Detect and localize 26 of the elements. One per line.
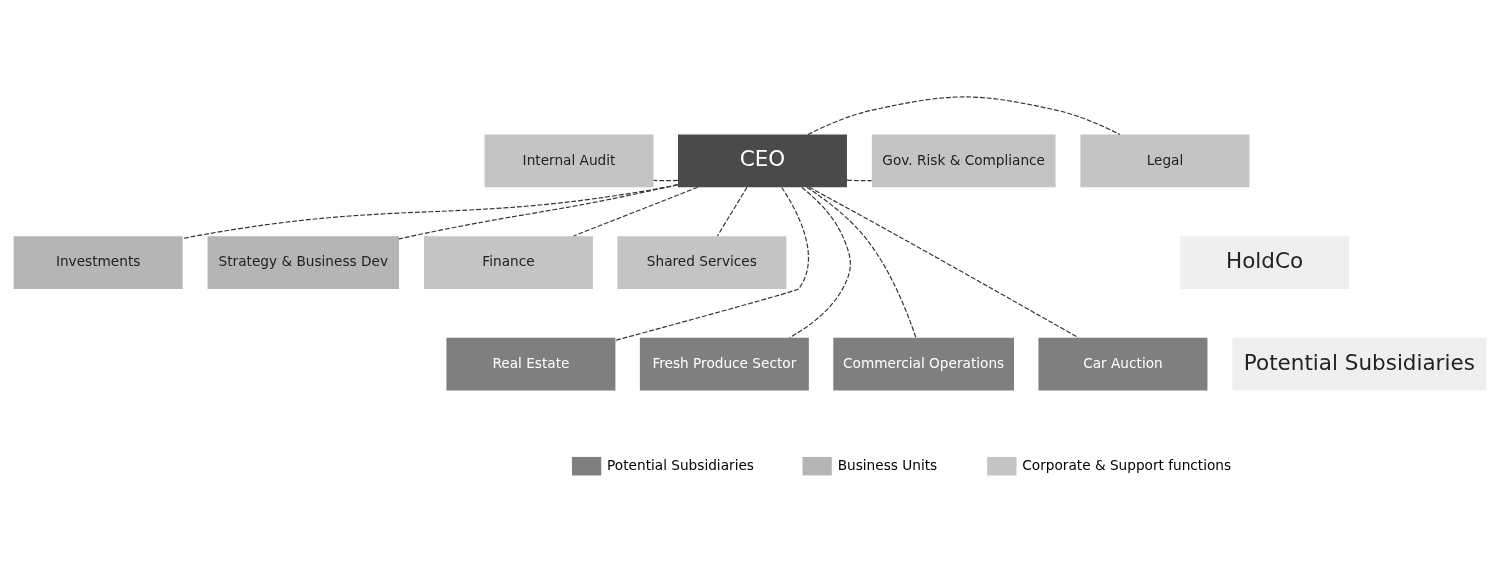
connector — [716, 186, 748, 236]
node-box: Commercial Operations — [833, 337, 1014, 390]
connector — [846, 179, 873, 181]
connector — [807, 95, 1121, 135]
connector — [806, 186, 917, 338]
node-box: Car Auction — [1038, 337, 1208, 390]
node-box: Finance — [423, 235, 593, 289]
legend-label: Corporate & Support functions — [1022, 456, 1232, 473]
legend-label: Potential Subsidiaries — [607, 456, 754, 473]
connector — [788, 186, 851, 338]
node-box: Fresh Produce Sector — [639, 337, 809, 390]
legend-label: Business Units — [837, 456, 938, 473]
node-box: Investments — [13, 235, 183, 289]
node-box: Shared Services — [617, 235, 787, 289]
node-box: Real Estate — [446, 337, 616, 390]
connector — [808, 186, 1079, 338]
node-box: Gov. Risk & Compliance — [871, 134, 1056, 187]
node-box: Strategy & Business Dev — [207, 235, 400, 289]
connector — [653, 179, 679, 181]
connector — [615, 186, 809, 341]
node-box: Internal Audit — [484, 134, 654, 187]
node-box: Legal — [1080, 134, 1250, 187]
connector — [398, 183, 679, 239]
connector — [182, 183, 679, 239]
node-box: CEO — [677, 134, 847, 187]
connector — [572, 186, 699, 237]
